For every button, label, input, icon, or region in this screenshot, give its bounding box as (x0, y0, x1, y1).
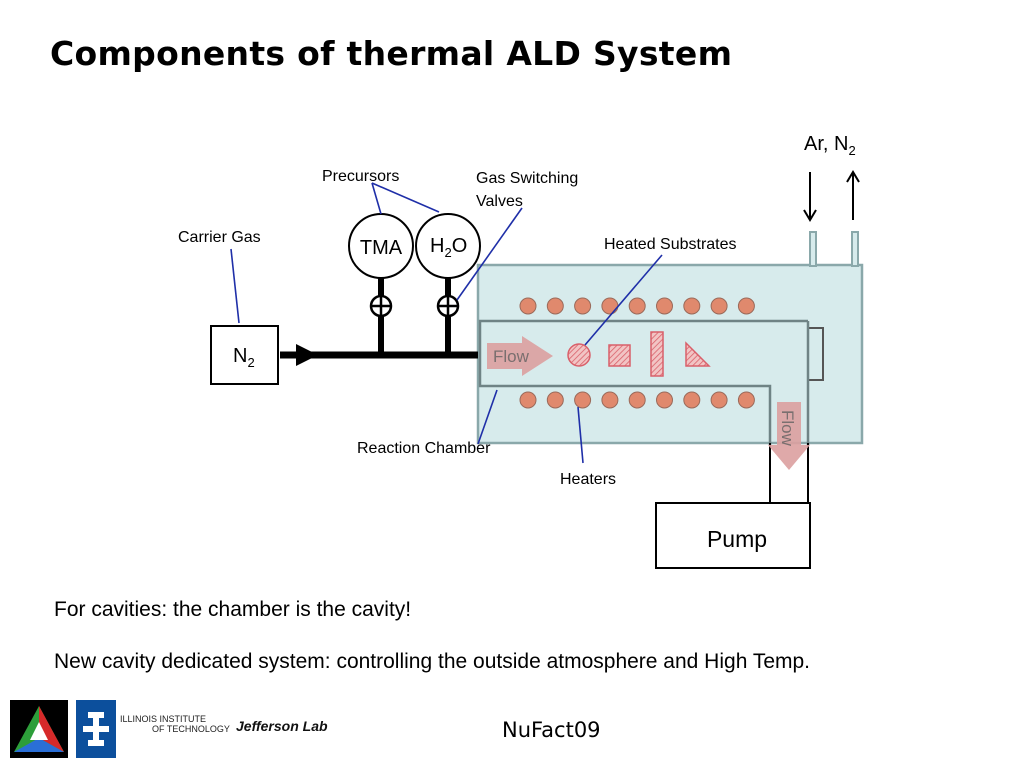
heater-circle (737, 297, 755, 315)
heater-circle (683, 391, 701, 409)
heater-circle (683, 297, 701, 315)
heated-substrates-label: Heated Substrates (604, 236, 737, 253)
heaters-bottom-row (519, 391, 755, 409)
n2-source-box (210, 325, 279, 385)
heater-circle (574, 391, 592, 409)
triangle-logo-center (30, 722, 48, 740)
heater-circle (574, 297, 592, 315)
heater-circle (601, 391, 619, 409)
ald-system-diagram: Pump Flow Flow N2 TMA H2O Ar, N2 (178, 133, 864, 569)
valves-leader (456, 207, 523, 301)
heater-circle (737, 391, 755, 409)
heater-circle (656, 297, 673, 315)
ar-n2-label: Ar, N2 (804, 133, 856, 158)
heaters-top-row (519, 297, 755, 315)
substrate-triangle (685, 341, 711, 367)
footer-text: NuFact09 (502, 718, 601, 742)
precursors-leader-tma (371, 182, 382, 215)
substrate-round (567, 343, 591, 367)
heaters-label: Heaters (560, 471, 616, 488)
heater-circle (546, 297, 564, 315)
h2o-label: H2O (430, 235, 467, 260)
h2o-vessel (415, 213, 481, 279)
h2o-valve-icon (436, 294, 460, 318)
gas-outlet-tube (851, 231, 859, 267)
precursors-label: Precursors (322, 168, 399, 185)
gas-switching-label-line1: Gas Switching (476, 170, 578, 187)
fermilab-logo-mark (83, 712, 109, 746)
ar-n2-inlet-arrowhead (803, 209, 817, 222)
substrate-square (608, 344, 631, 367)
heater-circle (628, 391, 646, 409)
heater-circle (628, 297, 646, 315)
pump-label: Pump (707, 526, 767, 552)
heater-circle (656, 391, 673, 409)
triangle-logo-red (39, 706, 64, 752)
gas-switching-label-line2: Valves (476, 193, 523, 210)
chamber-flange (807, 327, 824, 381)
heater-circle (710, 297, 728, 315)
slide-title: Components of thermal ALD System (50, 34, 733, 73)
iit-logo: ILLINOIS INSTITUTE OF TECHNOLOGY (120, 714, 230, 734)
iit-logo-line2: OF TECHNOLOGY (152, 724, 230, 734)
heater-circle (519, 391, 537, 409)
gas-inlet-tube (809, 231, 817, 267)
tma-valve-icon (369, 294, 393, 318)
heater-circle (546, 391, 564, 409)
carrier-gas-arrowhead (296, 344, 318, 366)
logo-bar (10, 700, 116, 758)
reaction-chamber-label: Reaction Chamber (357, 440, 491, 457)
flow-label-horizontal: Flow (493, 347, 530, 366)
iit-logo-line1: ILLINOIS INSTITUTE (120, 714, 207, 724)
carrier-gas-leader (230, 248, 240, 324)
reaction-chamber-leader (477, 389, 498, 445)
pump-box (655, 502, 811, 569)
flow-arrow-horizontal (487, 336, 553, 376)
ar-n2-outlet-arrowhead (846, 170, 860, 183)
triangle-logo-blue (14, 738, 64, 752)
heater-circle (519, 297, 537, 315)
heated-substrates-leader (584, 254, 663, 346)
tma-label: TMA (360, 237, 403, 259)
bullet-cavity-chamber: For cavities: the chamber is the cavity! (54, 598, 412, 621)
heaters-leader (577, 406, 584, 464)
jefferson-lab-logo: Jefferson Lab (236, 718, 328, 734)
precursors-leader-h2o (371, 182, 440, 213)
leader-lines (230, 182, 663, 464)
inner-flow-channel (478, 319, 808, 445)
heater-circle (710, 391, 728, 409)
substrate-bar (650, 331, 664, 377)
heater-circle (601, 297, 619, 315)
carrier-gas-label: Carrier Gas (178, 229, 261, 246)
bullet-dedicated-system: New cavity dedicated system: controlling… (54, 650, 811, 673)
flow-label-vertical: Flow (778, 410, 797, 447)
n2-source-label: N2 (233, 345, 255, 370)
flow-arrow-vertical (768, 402, 810, 470)
